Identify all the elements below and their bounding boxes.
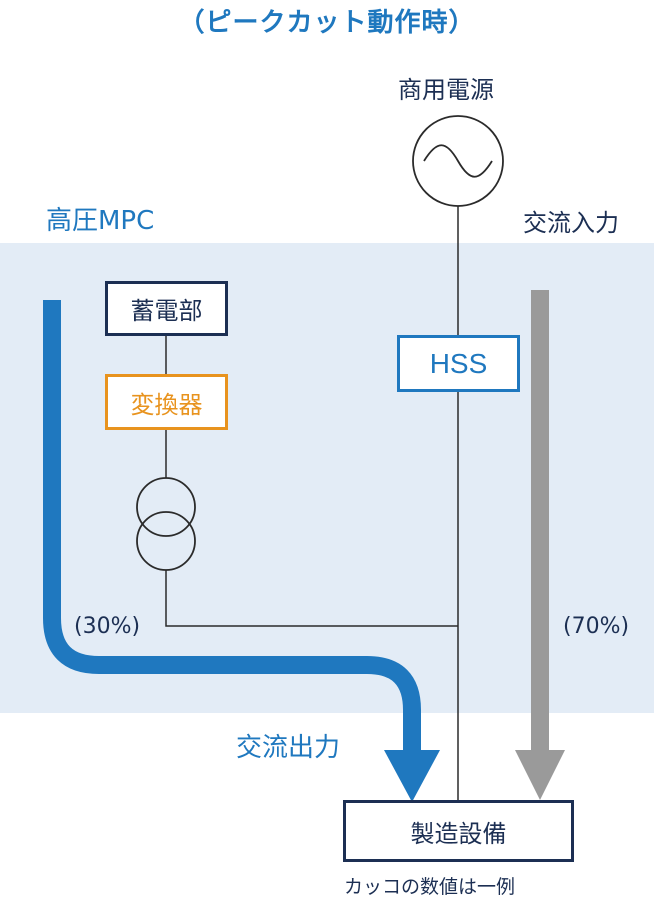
hss-box: HSS (397, 335, 520, 392)
converter-label: 変換器 (130, 390, 203, 419)
storage-label: 蓄電部 (130, 297, 203, 325)
blue-flow-arrow (43, 300, 440, 802)
high-voltage-mpc-label: 高圧MPC (46, 206, 155, 236)
converter-box: 変換器 (105, 374, 228, 430)
ac-output-label: 交流出力 (236, 733, 341, 763)
transformer-symbol (136, 477, 196, 571)
grid-power-label: 商用電源 (398, 76, 494, 104)
equipment-box: 製造設備 (343, 800, 574, 862)
percent-right: (70%) (563, 614, 630, 639)
page-title: （ピークカット動作時） (178, 8, 476, 38)
hss-label: HSS (429, 347, 488, 379)
transformer-bus-line (165, 570, 458, 627)
ac-source-symbol (412, 115, 504, 207)
equipment-label: 製造設備 (410, 819, 507, 848)
percent-left: (30%) (74, 614, 141, 639)
storage-box: 蓄電部 (105, 281, 228, 336)
gray-flow-arrow (515, 290, 565, 800)
ac-input-label: 交流入力 (523, 209, 619, 237)
footnote: カッコの数値は一例 (344, 876, 516, 898)
